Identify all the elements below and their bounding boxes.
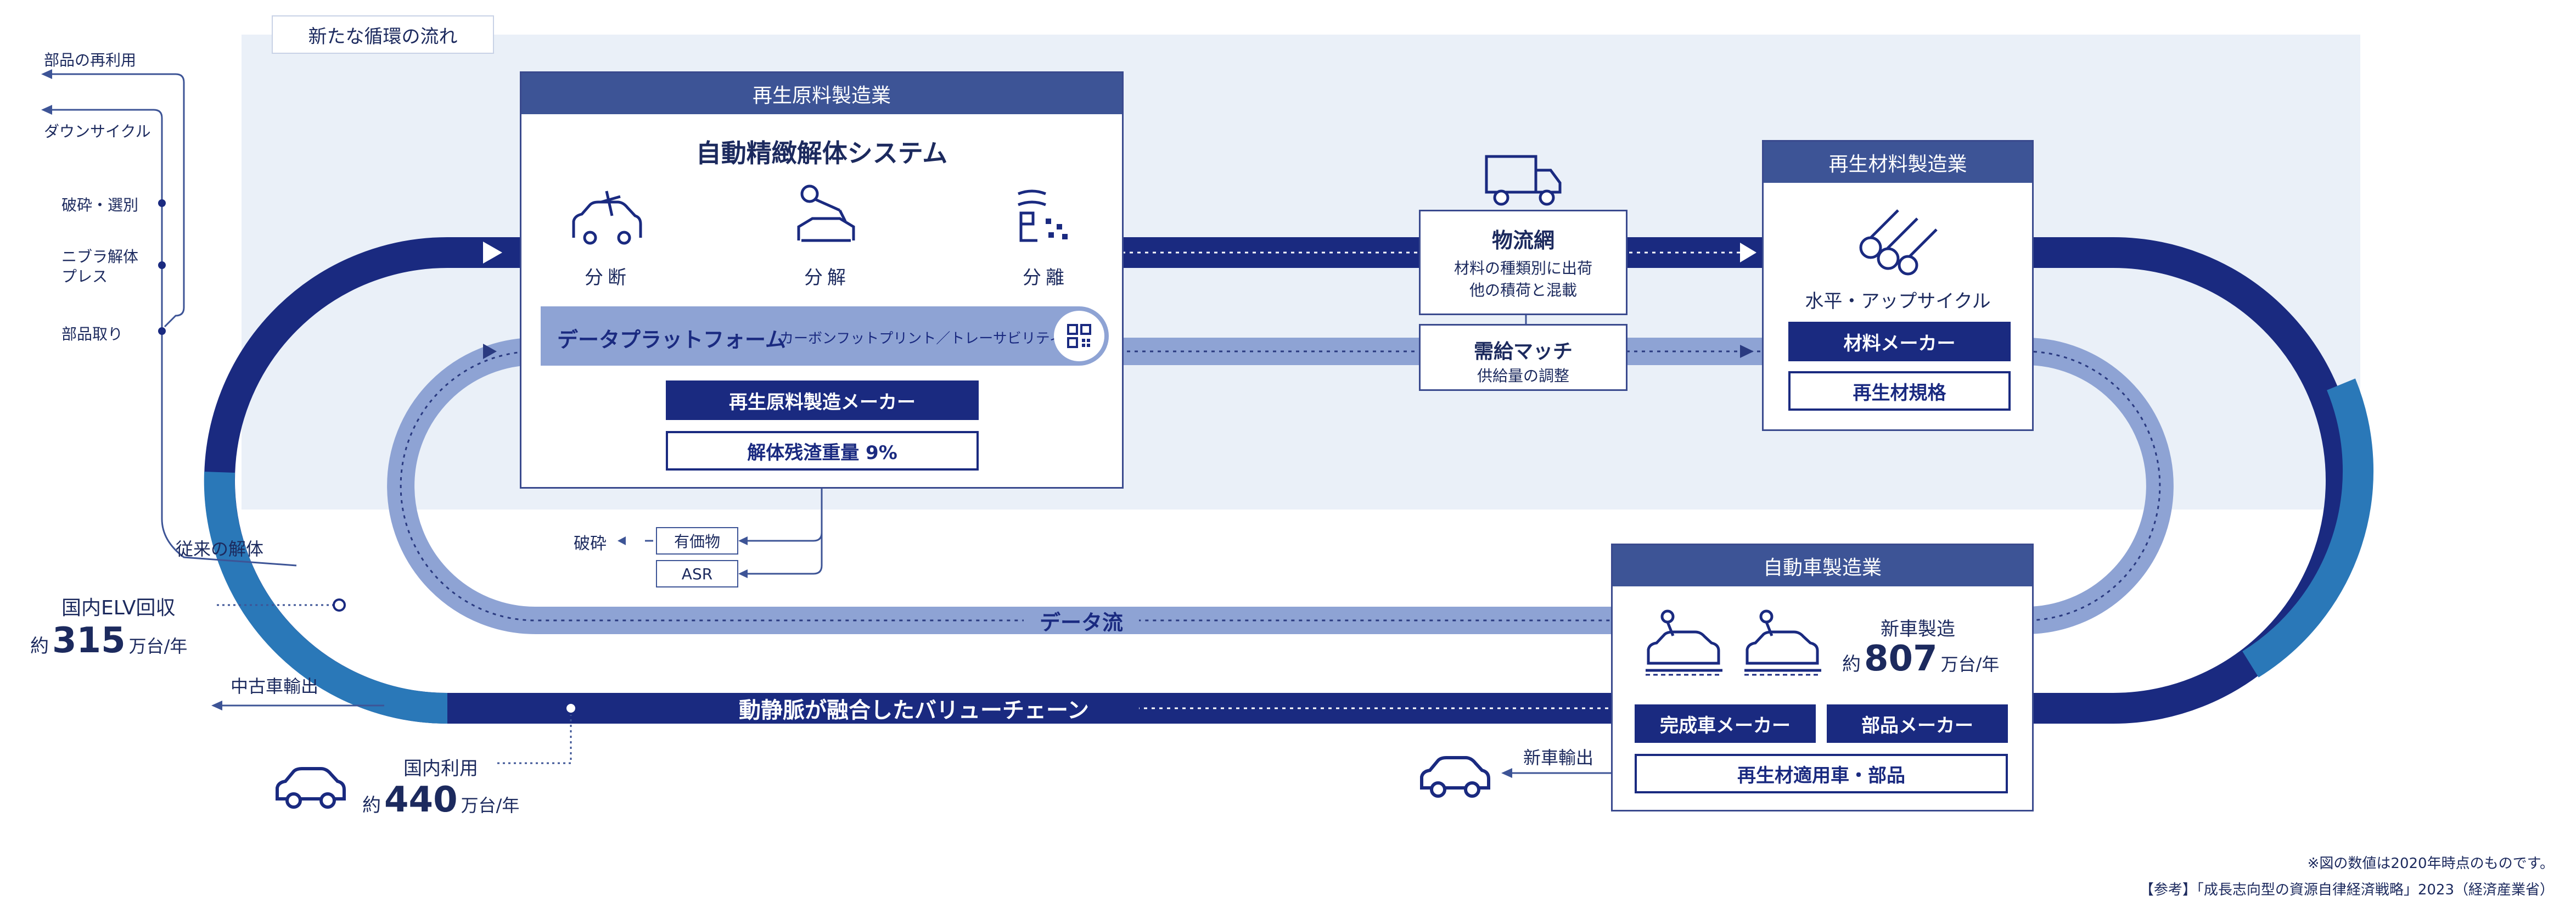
logistics-line2: 他の積荷と混載 (1469, 281, 1577, 299)
domestic-unit: 万台/年 (461, 795, 520, 816)
label-reuse: 部品の再利用 (44, 51, 137, 69)
recycled-raw-header-text: 再生原料製造業 (752, 84, 891, 107)
recycled-raw-header: 再生原料製造業 (521, 73, 1122, 114)
finished-maker-text: 完成車メーカー (1660, 714, 1791, 737)
recycled-standard-badge: 再生材規格 (1788, 371, 2011, 411)
applied-badge: 再生材適用車・部品 (1635, 754, 2008, 793)
elv-label: 国内ELV回収 (61, 597, 176, 619)
label-crush-sort: 破砕・選別 (61, 196, 139, 214)
crush-label: 破砕 (574, 534, 607, 553)
label-downcycle: ダウンサイクル (44, 122, 151, 141)
crush-item-valuables: 有価物 (656, 527, 738, 555)
residue-text: 解体残渣重量 9% (747, 441, 897, 464)
recycled-material-header: 再生材料製造業 (1764, 142, 2032, 183)
car-icon (272, 763, 349, 815)
recycled-raw-box: 再生原料製造業 自動精緻解体システム 分断 分解 分離 データプラットフォーム … (520, 71, 1124, 489)
logistics-line1: 材料の種類別に出荷 (1453, 259, 1592, 277)
domestic-figure: 約 440 万台/年 (362, 780, 519, 820)
recycled-material-header-text: 再生材料製造業 (1828, 153, 1967, 176)
material-maker-badge: 材料メーカー (1788, 322, 2011, 361)
footnote-2: 【参考】「成長志向型の資源自律経済戦略」2023（経済産業省） (2139, 882, 2554, 898)
recycled-material-label: 水平・アップサイクル (1805, 290, 1991, 312)
pipes-icon (1854, 205, 1942, 278)
crush-item-asr: ASR (656, 560, 738, 587)
step-disassemble: 分解 (804, 267, 850, 289)
system-title: 自動精緻解体システム (695, 138, 948, 168)
new-car-prefix: 約 (1842, 653, 1861, 675)
flow-label-tag: 新たな循環の流れ (272, 15, 494, 54)
finished-maker-badge: 完成車メーカー (1635, 704, 1816, 743)
applied-text: 再生材適用車・部品 (1737, 764, 1905, 787)
new-car-unit: 万台/年 (1940, 654, 2000, 675)
elv-figure: 約 315 万台/年 (30, 620, 187, 661)
new-car-figure: 約 807 万台/年 (1842, 639, 1999, 679)
data-platform-bar: データプラットフォーム カーボンフットプリント／トレーサビリティ (541, 306, 1109, 366)
recycled-material-box: 再生材料製造業 水平・アップサイクル 材料メーカー 再生材規格 (1762, 140, 2034, 431)
outer-loop (204, 237, 2356, 724)
footnote-1: ※図の数値は2020年時点のものです。 (2307, 855, 2554, 872)
material-maker-text: 材料メーカー (1843, 332, 1956, 355)
recycled-standard-text: 再生材規格 (1853, 382, 1946, 404)
raw-maker-text: 再生原料製造メーカー (729, 391, 916, 413)
platform-label: データプラットフォーム (557, 328, 786, 352)
value-chain-label-bg: 動静脈が融合したバリューチェーン (689, 693, 1139, 724)
new-car-label: 新車製造 (1881, 618, 1955, 640)
parts-maker-text: 部品メーカー (1861, 714, 1973, 737)
logistics-title: 物流網 (1491, 228, 1554, 253)
step-cut: 分断 (585, 267, 631, 289)
factory-car-icon-1 (1643, 606, 1725, 679)
used-export-label: 中古車輸出 (231, 676, 319, 697)
inner-loop-dots (400, 350, 2161, 622)
flow-label: 新たな循環の流れ (308, 25, 458, 48)
value-chain-label: 動静脈が融合したバリューチェーン (739, 698, 1089, 723)
residue-badge: 解体残渣重量 9% (666, 431, 979, 471)
new-export-label: 新車輸出 (1523, 747, 1594, 768)
label-conventional: 従来の解体 (176, 539, 264, 559)
step-separate: 分離 (1023, 267, 1069, 289)
export-car-icon (1416, 752, 1493, 804)
data-flow-label-bg: データ流 (1024, 607, 1139, 635)
outer-loop-accent-right (2242, 378, 2374, 678)
raw-maker-badge: 再生原料製造メーカー (666, 380, 979, 420)
auto-box: 自動車製造業 新車製造 約 807 万台/年 完成車メーカー 部品メーカー 再生… (1611, 544, 2034, 811)
auto-header-text: 自動車製造業 (1763, 556, 1882, 579)
disassemble-icon (790, 180, 862, 248)
auto-header: 自動車製造業 (1613, 545, 2032, 586)
elv-prefix: 約 (30, 635, 49, 657)
new-car-value: 807 (1864, 639, 1938, 679)
data-flow-label: データ流 (1039, 610, 1123, 635)
elv-unit: 万台/年 (128, 636, 188, 657)
qr-code-icon (1067, 324, 1091, 348)
crush-item-asr-text: ASR (681, 564, 713, 583)
matching-box: 需給マッチ 供給量の調整 (1419, 324, 1627, 391)
matching-title: 需給マッチ (1473, 340, 1573, 363)
elv-value: 315 (52, 620, 126, 661)
domestic-prefix: 約 (362, 794, 381, 816)
outer-loop-accent-left (204, 472, 448, 724)
matching-sub: 供給量の調整 (1477, 367, 1569, 385)
cut-icon (568, 186, 645, 248)
separate-icon (1010, 186, 1076, 248)
platform-sub: カーボンフットプリント／トレーサビリティ (779, 331, 1064, 347)
factory-car-icon-2 (1742, 606, 1824, 679)
domestic-label: 国内利用 (403, 758, 478, 780)
label-parts-pick: 部品取り (61, 325, 124, 343)
qr-icon-circle (1054, 311, 1104, 361)
truck-icon (1482, 151, 1564, 211)
label-nibbler-press: ニブラ解体 プレス (61, 248, 139, 286)
domestic-value: 440 (384, 780, 458, 820)
crush-item-valuables-text: 有価物 (674, 533, 720, 551)
logistics-box: 物流網 材料の種類別に出荷 他の積荷と混載 (1419, 210, 1627, 315)
parts-maker-badge: 部品メーカー (1827, 704, 2008, 743)
